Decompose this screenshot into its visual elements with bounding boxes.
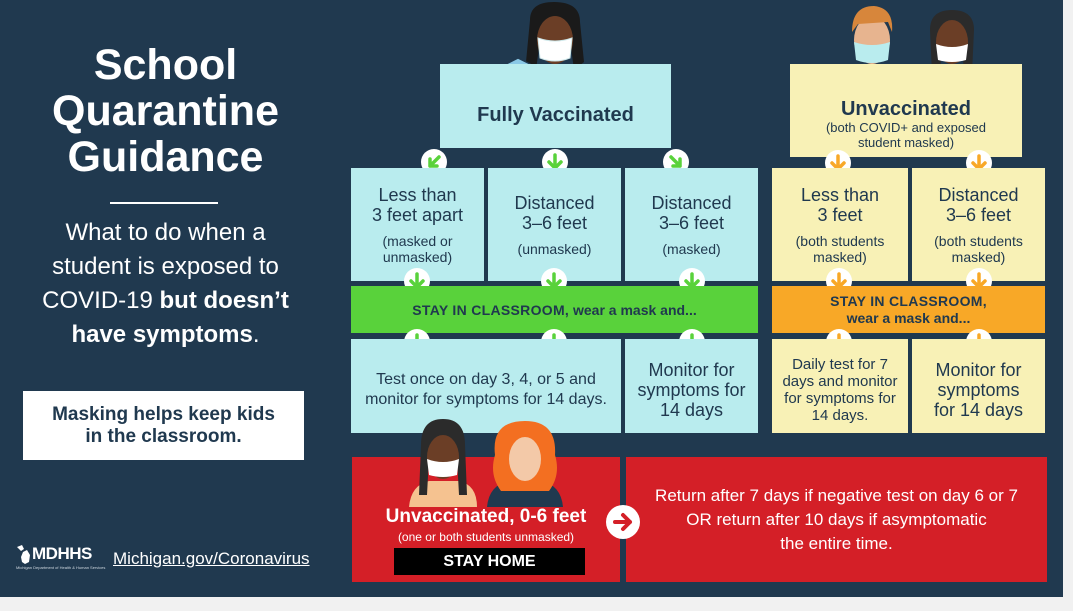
title-divider (110, 202, 218, 204)
condition-main: 3 feet apart (371, 204, 464, 225)
stay-home-label: STAY HOME (443, 552, 536, 570)
wear-mask-label: wear a mask and... (569, 301, 697, 318)
fully-vaccinated-label: Fully Vaccinated (477, 103, 634, 126)
condition-main: Less than (800, 184, 880, 205)
condition-sub: (both students (934, 232, 1023, 249)
lead-period: . (252, 321, 260, 348)
stay-in-classroom-label: STAY IN CLASSROOM, (412, 301, 570, 318)
stay-home-badge: STAY HOME (394, 548, 585, 575)
outcome-line: Test once on day 3, 4, or 5 and (376, 371, 596, 388)
title-line: School (93, 41, 238, 89)
fully-vaccinated-header: Fully Vaccinated (440, 64, 671, 148)
condition-sub: (masked or (382, 232, 453, 249)
outcome-line: for 14 days (933, 400, 1024, 420)
unvaccinated-sub: student masked) (857, 134, 955, 150)
condition-main: Less than (378, 184, 457, 205)
outcome-line: monitor for symptoms for 14 days. (365, 391, 607, 408)
condition-main: 3 feet (817, 204, 863, 225)
lead-regular: COVID-19 (42, 287, 160, 314)
wear-mask-label: wear a mask and... (846, 309, 971, 326)
condition-main: 3–6 feet (658, 212, 725, 233)
masking-note: Masking helps keep kids in the classroom… (23, 391, 304, 460)
condition-sub: masked) (951, 248, 1006, 265)
condition-less-than-3-feet-unvaccinated: Less than 3 feet (both students masked) (772, 168, 908, 281)
infographic: School Quarantine Guidance What to do wh… (0, 0, 1063, 597)
stay-home-sub: (one or both students unmasked) (397, 530, 575, 544)
outcome-line: for symptoms for (784, 390, 896, 407)
title-line: Guidance (67, 133, 264, 181)
lead-bold: but doesn’t (159, 287, 289, 314)
outcome-line: days and monitor (782, 373, 898, 390)
condition-main: 3–6 feet (945, 204, 1012, 225)
stay-in-classroom-bar-vaccinated: STAY IN CLASSROOM, wear a mask and... (351, 286, 758, 333)
lead-line: student is exposed to (52, 253, 279, 280)
return-line: OR return after 10 days if asymptomatic (686, 509, 987, 529)
condition-main: Distanced (514, 192, 595, 213)
mdhhs-logo: MDHHS Michigan Department of Health & Hu… (14, 541, 105, 573)
stay-in-classroom-bar-unvaccinated: STAY IN CLASSROOM, wear a mask and... (772, 286, 1045, 333)
arrow-right-icon (606, 505, 640, 539)
return-rule-panel: Return after 7 days if negative test on … (626, 457, 1047, 582)
unvaccinated-label: Unvaccinated (840, 97, 972, 120)
condition-sub: (unmasked) (517, 240, 592, 257)
condition-main: Distanced (651, 192, 732, 213)
stay-in-classroom-label: STAY IN CLASSROOM, (830, 292, 987, 309)
lead-bold: have symptoms (71, 321, 253, 348)
masking-note-line: Masking helps keep kids (52, 403, 275, 425)
outcome-line: Monitor for (648, 360, 735, 380)
unvaccinated-header: Unvaccinated (both COVID+ and exposed st… (790, 64, 1022, 157)
logo-text: MDHHS (32, 544, 92, 563)
outcome-line: symptoms (937, 380, 1020, 400)
logo-subtext: Michigan Department of Health & Human Se… (16, 565, 106, 570)
outcome-line: Monitor for (935, 360, 1022, 380)
outcome-test-once: Test once on day 3, 4, or 5 and monitor … (351, 339, 621, 433)
lead-line: What to do when a (65, 219, 266, 246)
condition-sub: (masked) (662, 240, 721, 257)
condition-distanced-unvaccinated: Distanced 3–6 feet (both students masked… (912, 168, 1045, 281)
outcome-line: 14 days (659, 400, 724, 420)
outcome-daily-test: Daily test for 7 days and monitor for sy… (772, 339, 908, 433)
condition-distanced-unmasked-vaccinated: Distanced 3–6 feet (unmasked) (488, 168, 621, 281)
condition-sub: (both students (795, 232, 885, 249)
outcome-line: Daily test for 7 (792, 356, 888, 373)
unmasked-students-illustration (409, 419, 563, 507)
outcome-monitor-vaccinated: Monitor for symptoms for 14 days (625, 339, 758, 433)
condition-less-than-3-feet-vaccinated: Less than 3 feet apart (masked or unmask… (351, 168, 484, 281)
return-line: Return after 7 days if negative test on … (655, 485, 1018, 505)
outcome-monitor-unvaccinated: Monitor for symptoms for 14 days (912, 339, 1045, 433)
condition-sub: unmasked) (382, 248, 453, 265)
lead-text: What to do when a student is exposed to … (18, 216, 313, 352)
lead-line: COVID-19 but doesn’t (18, 284, 313, 318)
condition-sub: masked) (813, 248, 867, 265)
michigan-icon (17, 545, 30, 564)
condition-main: Distanced (938, 184, 1019, 205)
masking-note-line: in the classroom. (85, 425, 242, 447)
condition-main: 3–6 feet (521, 212, 588, 233)
lead-line: have symptoms. (18, 318, 313, 352)
unvaccinated-sub: (both COVID+ and exposed (825, 119, 987, 135)
condition-distanced-masked-vaccinated: Distanced 3–6 feet (masked) (625, 168, 758, 281)
page-title: School Quarantine Guidance (18, 42, 313, 180)
outcome-line: symptoms for (637, 380, 746, 400)
outcome-line: 14 days. (811, 407, 869, 424)
return-line: the entire time. (780, 533, 893, 553)
stay-home-title: Unvaccinated, 0-6 feet (385, 506, 587, 527)
website-link[interactable]: Michigan.gov/Coronavirus (113, 549, 310, 568)
title-line: Quarantine (52, 87, 279, 135)
